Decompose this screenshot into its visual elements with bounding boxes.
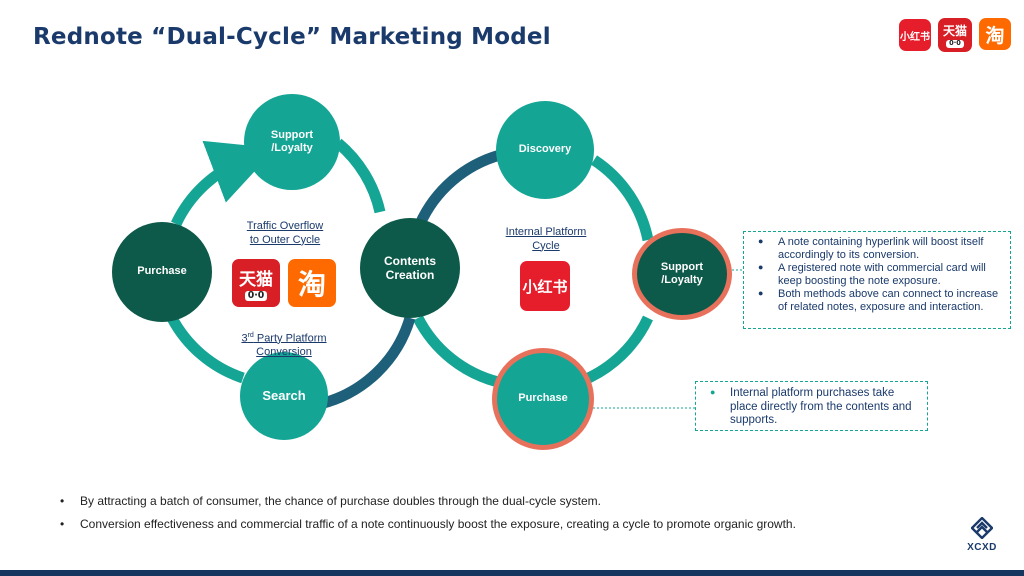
label-traffic-overflow: Traffic Overflow to Outer Cycle [246, 219, 324, 246]
note-purchase: Internal platform purchases take place d… [695, 381, 928, 431]
taobao-logo-center: 淘 [288, 259, 336, 307]
rednote-logo-center: 小红书 [520, 261, 570, 311]
footer-bar [0, 570, 1024, 576]
node-discovery: Discovery [496, 101, 594, 199]
note-support-item: A note containing hyperlink will boost i… [748, 236, 1000, 262]
brand-text: XCXD [967, 542, 997, 553]
xcxd-brand: XCXD [958, 517, 1006, 553]
summary-bullets: By attracting a batch of consumer, the c… [60, 494, 796, 540]
note-support-item: Both methods above can connect to increa… [748, 288, 1000, 314]
left-arc-lower [167, 315, 245, 384]
right-arc-bottom-left [413, 315, 500, 388]
note-purchase-item: Internal platform purchases take place d… [700, 387, 917, 428]
label-internal-platform-cycle: Internal Platform Cycle [505, 225, 587, 252]
taobao-logo: 淘 [979, 18, 1011, 50]
left-arc-upper [171, 140, 276, 227]
node-right-purchase: Purchase [492, 348, 594, 450]
connector-upper [414, 149, 502, 227]
page-title: Rednote “Dual-Cycle” Marketing Model [33, 24, 551, 50]
connector-lower [318, 316, 416, 410]
node-right-support: Support /Loyalty [632, 228, 732, 320]
note-support: A note containing hyperlink will boost i… [743, 231, 1011, 329]
left-arc-right [334, 138, 386, 214]
rednote-logo: 小红书 [899, 19, 931, 51]
label-third-party-conversion: 3rd Party Platform Conversion [241, 331, 327, 359]
right-arc-top-right [590, 155, 654, 242]
node-contents-creation: Contents Creation [360, 218, 460, 318]
right-arc-bottom-right [581, 315, 653, 386]
summary-bullet: By attracting a batch of consumer, the c… [60, 494, 796, 508]
summary-bullet: Conversion effectiveness and commercial … [60, 517, 796, 531]
node-left-purchase: Purchase [112, 222, 212, 322]
note-support-item: A registered note with commercial card w… [748, 262, 1000, 288]
node-left-support: Support /Loyalty [244, 94, 340, 190]
xcxd-logo-icon [971, 517, 993, 539]
node-left-search: Search [240, 352, 328, 440]
